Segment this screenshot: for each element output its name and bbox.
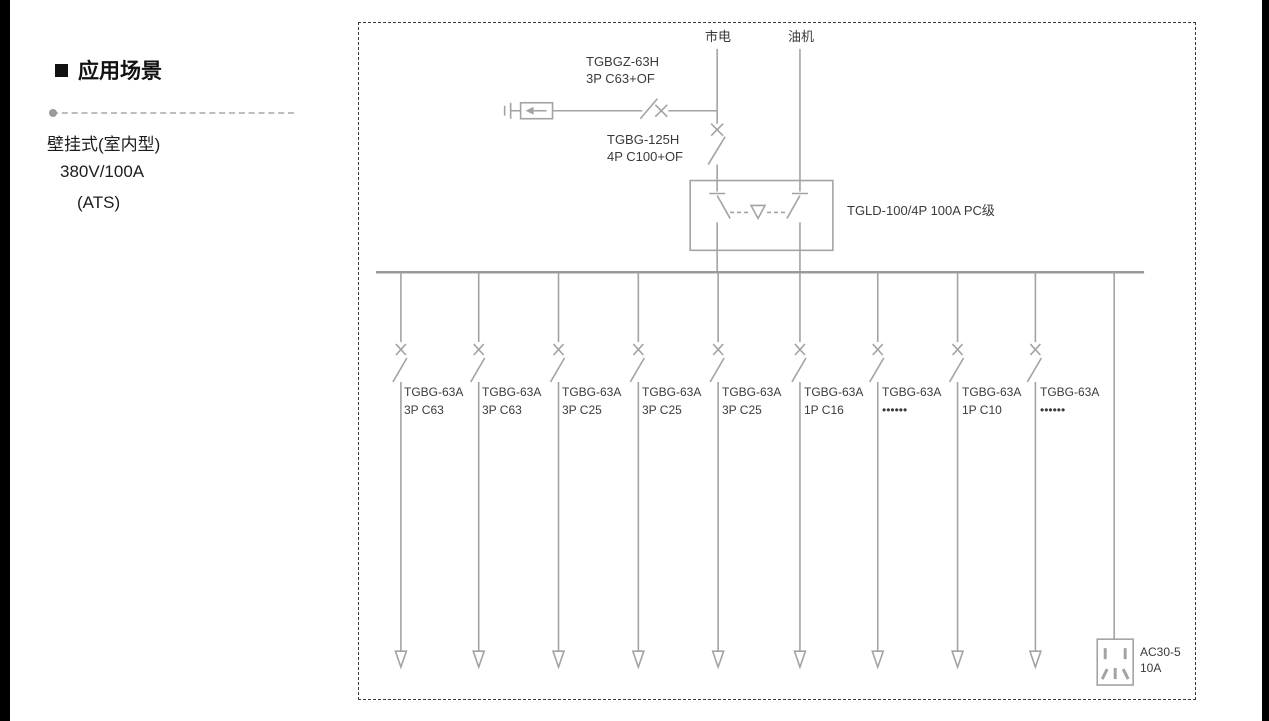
- feeder-label-7: TGBG-63A ••••••: [882, 383, 941, 419]
- feeder-arrow-icon: [950, 650, 965, 670]
- feeder-line-9: [1026, 273, 1043, 670]
- feeder-line-6: [791, 273, 807, 670]
- feeder-model: TGBG-63A: [962, 385, 1022, 399]
- feeder-spec: 1P C16: [804, 403, 844, 417]
- socket-rating: 10A: [1140, 660, 1162, 675]
- ats-box: [689, 179, 834, 252]
- single-line-diagram: 市电 油机 TGBGZ-63H 3P C63+OF TGBG-125H 4P C…: [358, 22, 1196, 700]
- mains-label: 市电: [704, 29, 732, 44]
- feeder-label-9: TGBG-63A ••••••: [1040, 383, 1099, 419]
- transfer-switch-label: TGLD-100/4P 100A PC级: [847, 203, 995, 218]
- feeder-arrow-icon: [631, 650, 645, 670]
- feeder-label-1: TGBG-63A 3P C63: [404, 383, 463, 419]
- feeder-label-5: TGBG-63A 3P C25: [722, 383, 781, 419]
- section-heading-text: 应用场景: [78, 60, 162, 83]
- feeder-line-2: [470, 273, 486, 670]
- left-edge-bar: [0, 0, 10, 721]
- feeder-label-4: TGBG-63A 3P C25: [642, 383, 701, 419]
- spd-arrow-icon: [525, 106, 534, 115]
- socket-icon: [1096, 638, 1134, 686]
- feeder-arrow-icon: [551, 650, 566, 670]
- feeder-line-5: [709, 273, 725, 670]
- feeder-model: TGBG-63A: [404, 385, 464, 399]
- feeder-model: TGBG-63A: [804, 385, 864, 399]
- feeder-model: TGBG-63A: [482, 385, 542, 399]
- feeder-spec: ••••••: [882, 403, 908, 417]
- feeder-model: TGBG-63A: [882, 385, 942, 399]
- ats-switch-icon: [689, 179, 834, 273]
- feeder-model: TGBG-63A: [562, 385, 622, 399]
- socket-label: AC30-5 10A: [1140, 645, 1181, 677]
- section-bullet-icon: [55, 63, 68, 77]
- spd-branch: [503, 98, 718, 120]
- spec-line-rating: 380V/100A: [60, 162, 145, 181]
- feeder-arrow-icon: [871, 650, 885, 670]
- main-breaker-model: TGBG-125H: [607, 132, 680, 147]
- right-edge-bar: [1262, 0, 1269, 721]
- surge-protector-label: TGBGZ-63H 3P C63+OF: [586, 53, 659, 87]
- ats-triangle-icon: [749, 204, 767, 221]
- feeder-spec: ••••••: [1040, 403, 1066, 417]
- feeder-line-8: [948, 273, 965, 670]
- feeder-arrow-icon: [711, 650, 725, 670]
- feeder-model: TGBG-63A: [722, 385, 782, 399]
- circuit-diagram-svg: [375, 48, 1145, 686]
- feeder-spec: 1P C10: [962, 403, 1002, 417]
- mains-line: [707, 48, 726, 181]
- feeder-spec: 3P C25: [562, 403, 602, 417]
- dashed-divider: [49, 109, 294, 117]
- feeder-label-8: TGBG-63A 1P C10: [962, 383, 1021, 419]
- feeder-model: TGBG-63A: [642, 385, 702, 399]
- feeder-arrow-icon: [394, 650, 408, 670]
- spec-line-mount: 壁挂式(室内型): [47, 135, 161, 154]
- main-breaker-spec: 4P C100+OF: [607, 149, 684, 165]
- feeder-arrow-icon: [793, 650, 807, 670]
- feeder-spec: 3P C63: [404, 403, 444, 417]
- socket-model: AC30-5: [1140, 645, 1181, 659]
- section-heading: 应用场景: [55, 55, 162, 85]
- feeder-spec: 3P C25: [722, 403, 762, 417]
- surge-protector-spec: 3P C63+OF: [586, 71, 655, 87]
- feeder-line-1: [392, 273, 408, 670]
- divider-dot-icon: [49, 109, 57, 117]
- spec-line-ats: (ATS): [77, 193, 121, 212]
- feeder-line-3: [549, 273, 566, 670]
- feeder-arrow-icon: [472, 650, 486, 670]
- feeder-label-6: TGBG-63A 1P C16: [804, 383, 863, 419]
- generator-label: 油机: [787, 29, 815, 44]
- feeder-arrow-icon: [1028, 650, 1042, 670]
- feeder-label-3: TGBG-63A 3P C25: [562, 383, 621, 419]
- feeder-spec: 3P C25: [642, 403, 682, 417]
- feeder-spec: 3P C63: [482, 403, 522, 417]
- feeder-line-7: [869, 273, 885, 670]
- feeders: [392, 273, 1043, 670]
- main-breaker-label: TGBG-125H 4P C100+OF: [607, 131, 683, 165]
- surge-protector-model: TGBGZ-63H: [586, 54, 659, 69]
- feeder-label-2: TGBG-63A 3P C63: [482, 383, 541, 419]
- feeder-line-4: [629, 273, 646, 670]
- feeder-model: TGBG-63A: [1040, 385, 1100, 399]
